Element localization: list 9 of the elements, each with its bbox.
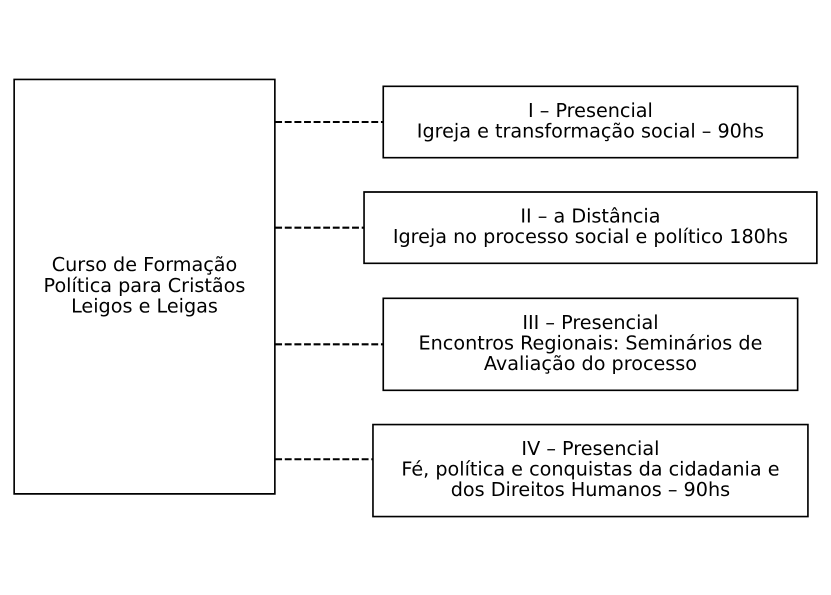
connector (275, 226, 364, 228)
node-box: IV – Presencial Fé, política e conquistas da cidadania e dos Direitos Humanos – 90hs (372, 423, 809, 517)
node-box: I – Presencial Igreja e transformação social – 90hs (382, 85, 798, 158)
node-box: II – a Distância Igreja no processo social e político 180hs (363, 190, 818, 264)
connector (275, 120, 383, 123)
node-box: III – Presencial Encontros Regionais: Seminários de Avaliação do processo (382, 297, 798, 391)
connector (275, 458, 373, 460)
connector (275, 342, 383, 345)
node-box: Curso de Formação Política para Cristãos Leigos e Leigas (13, 78, 276, 494)
